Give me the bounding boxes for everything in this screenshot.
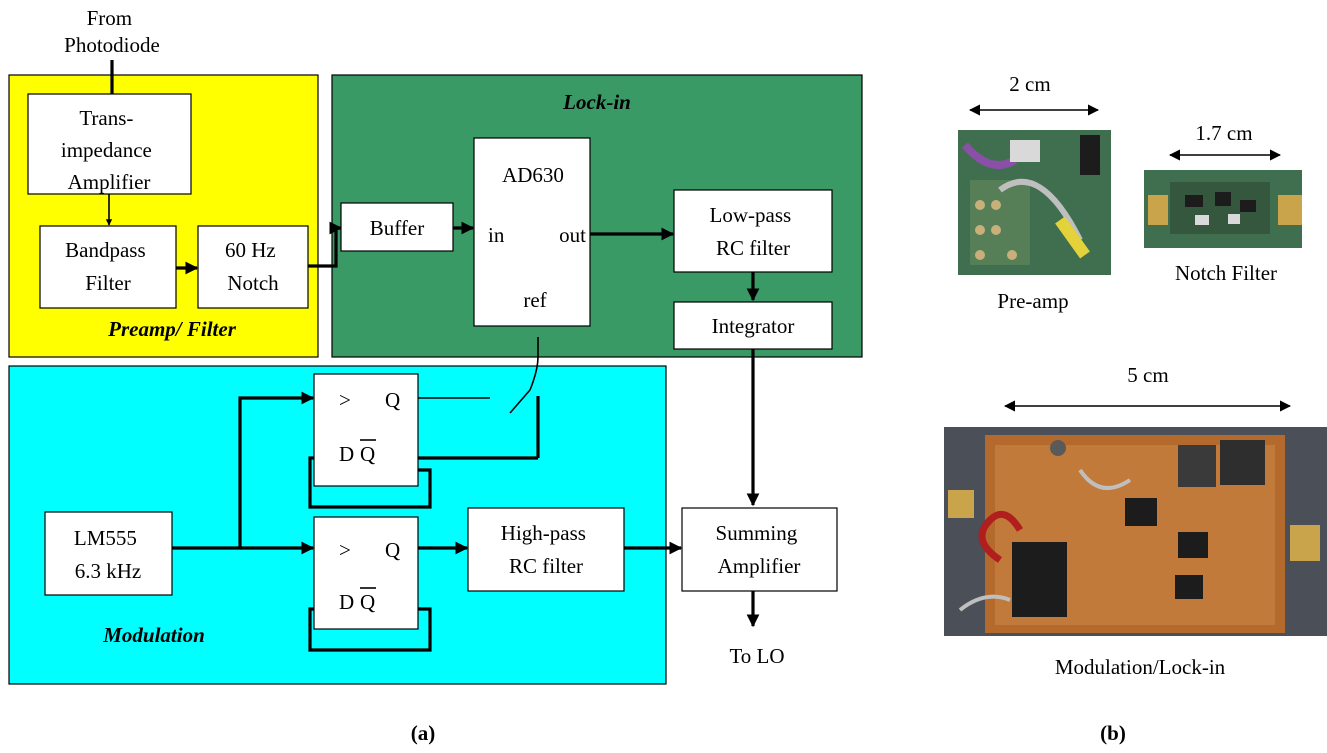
lm555-block [44,511,173,596]
preamp-region-label: Preamp/ Filter [107,317,237,341]
flip-flop-2-clock: > [339,538,351,562]
modulation-region-label: Modulation [102,623,205,647]
transimpedance-amplifier-label: Trans- impedance Amplifier [61,106,157,194]
flip-flop-1-block [313,373,419,487]
buffer-block [340,202,454,252]
flip-flop-2-block [313,516,419,630]
flip-flop-2-d: D [339,590,354,614]
notch-caption: Notch Filter [1175,261,1277,285]
pcb-photo-icon [958,130,1111,275]
summing-amplifier-block [681,507,838,592]
lockin-region-label: Lock-in [562,90,631,114]
ad630-label: AD630 [502,163,564,187]
buffer-label: Buffer [370,216,424,240]
notch-dimension-label: 1.7 cm [1195,121,1252,145]
flip-flop-1-clock: > [339,388,351,412]
highpass-filter-block [467,507,625,592]
output-label: To LO [729,644,784,668]
input-label: From Photodiode [64,6,160,57]
notch-filter-block [197,225,309,309]
integrator-block [673,301,833,350]
modulation-caption: Modulation/Lock-in [1055,655,1226,679]
lowpass-filter-label: Low-pass RC filter [710,203,797,260]
integrator-label: Integrator [712,314,795,338]
pcb-photo-icon [944,427,1327,636]
panel-a-label: (a) [411,721,436,745]
notch-filter-label: 60 Hz Notch [225,238,281,295]
preamp-dimension-label: 2 cm [1009,72,1050,96]
bandpass-filter-block [39,225,177,309]
bandpass-filter-label: Bandpass Filter [65,238,151,295]
lowpass-filter-block [673,189,833,273]
flip-flop-2-q: Q [385,538,400,562]
highpass-filter-label: High-pass RC filter [501,521,591,578]
summing-amplifier-label: Summing Amplifier [716,521,803,578]
ad630-in-label: in [488,223,505,247]
modulation-dimension-label: 5 cm [1127,363,1168,387]
flip-flop-1-q: Q [385,388,400,412]
ad630-ref-label: ref [523,288,546,312]
pcb-photo-icon [1144,170,1302,248]
transimpedance-amplifier-block [27,93,192,195]
lm555-label: LM555 6.3 kHz [74,526,142,583]
panel-b-label: (b) [1100,721,1126,745]
flip-flop-1-d: D [339,442,354,466]
preamp-caption: Pre-amp [997,289,1068,313]
ad630-block [473,137,591,327]
ad630-out-label: out [559,223,586,247]
flip-flop-2-qbar: Q [360,590,375,614]
flip-flop-1-qbar: Q [360,442,375,466]
